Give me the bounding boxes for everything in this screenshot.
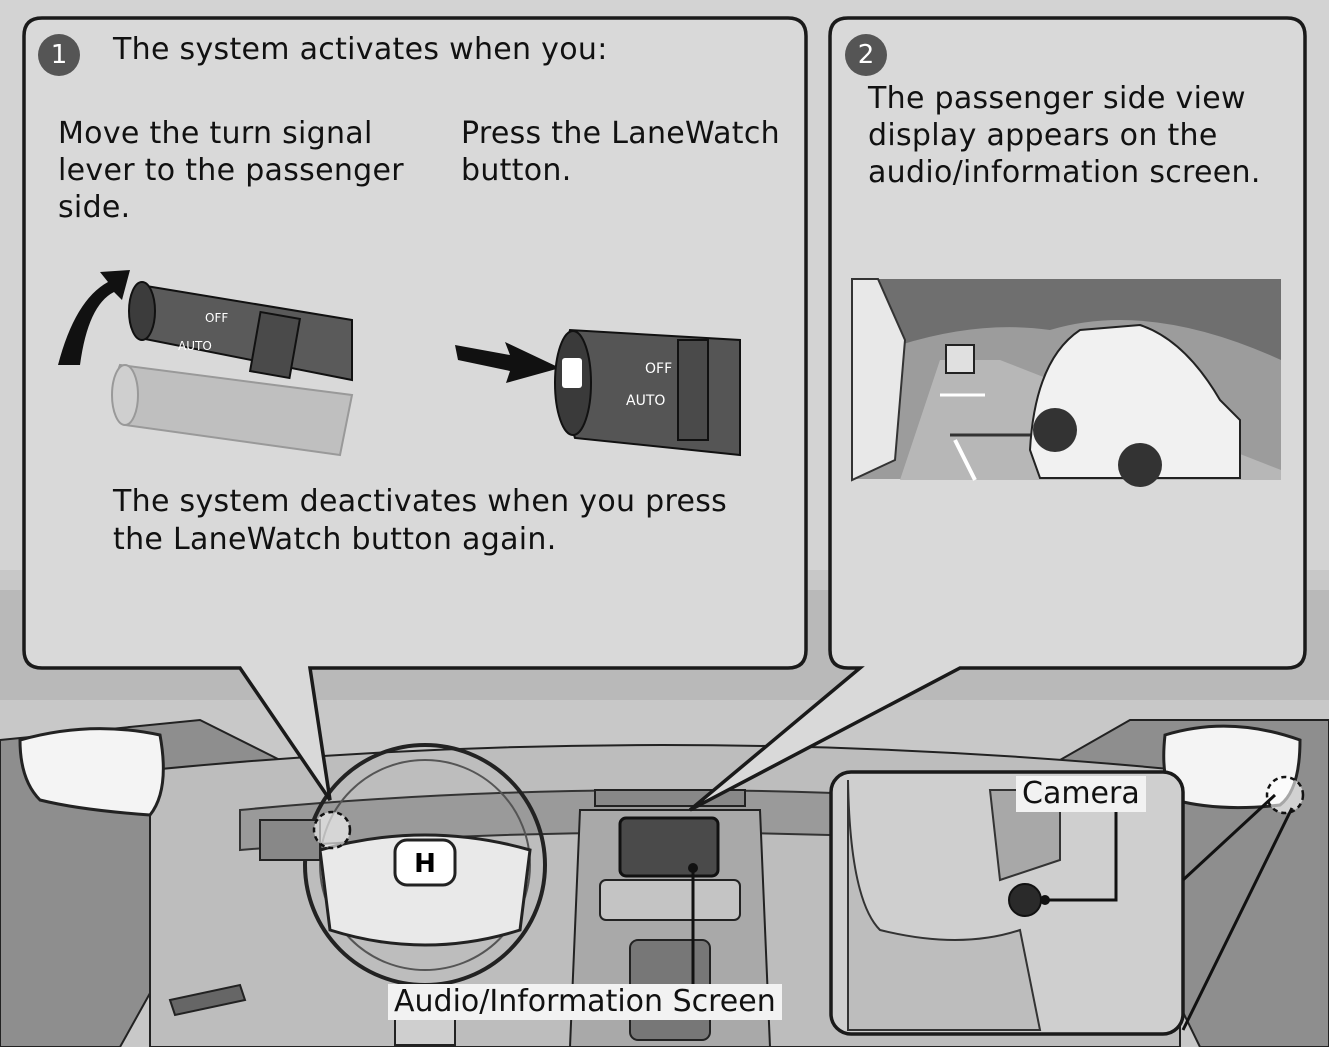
lever-auto-label-b: AUTO [626, 393, 665, 409]
step-1-badge: 1 [38, 34, 80, 76]
panel1-option-a-line1: Move the turn signal [58, 116, 373, 151]
step-2-badge: 2 [845, 34, 887, 76]
panel1-option-a-line3: side. [58, 190, 131, 225]
lever-auto-label-a: AUTO [178, 339, 212, 353]
panel2-text-line1: The passenger side view [868, 81, 1246, 116]
panel1-footer-line2: the LaneWatch button again. [113, 522, 557, 557]
lanewatch-button-icon [562, 358, 582, 388]
camera-highlight-circle [1265, 775, 1305, 815]
panel2-text-line2: display appears on the [868, 118, 1218, 153]
passenger-side-view-image [851, 278, 1281, 487]
panel1-option-b-line1: Press the LaneWatch [461, 116, 780, 151]
turn-signal-lever-illustration [58, 270, 354, 457]
lever-off-label-a: OFF [205, 311, 228, 325]
lever-highlight-circle [312, 810, 352, 850]
panel1-option-a-line2: lever to the passenger [58, 153, 404, 188]
lanewatch-lever-illustration [455, 328, 741, 457]
svg-text:H: H [414, 849, 436, 879]
panel2-text-line3: audio/information screen. [868, 155, 1261, 190]
panel1-heading: The system activates when you: [113, 32, 608, 67]
audio-information-screen [618, 816, 720, 878]
audio-screen-label: Audio/Information Screen [388, 984, 782, 1020]
callout-panel-1 [22, 16, 808, 801]
lever-off-label-b: OFF [645, 361, 672, 377]
panel1-option-b-line2: button. [461, 153, 572, 188]
panel1-footer-line1: The system deactivates when you press [113, 484, 728, 519]
left-mirror [18, 727, 165, 817]
camera-label: Camera [1016, 776, 1146, 812]
camera-lens [1008, 883, 1042, 917]
